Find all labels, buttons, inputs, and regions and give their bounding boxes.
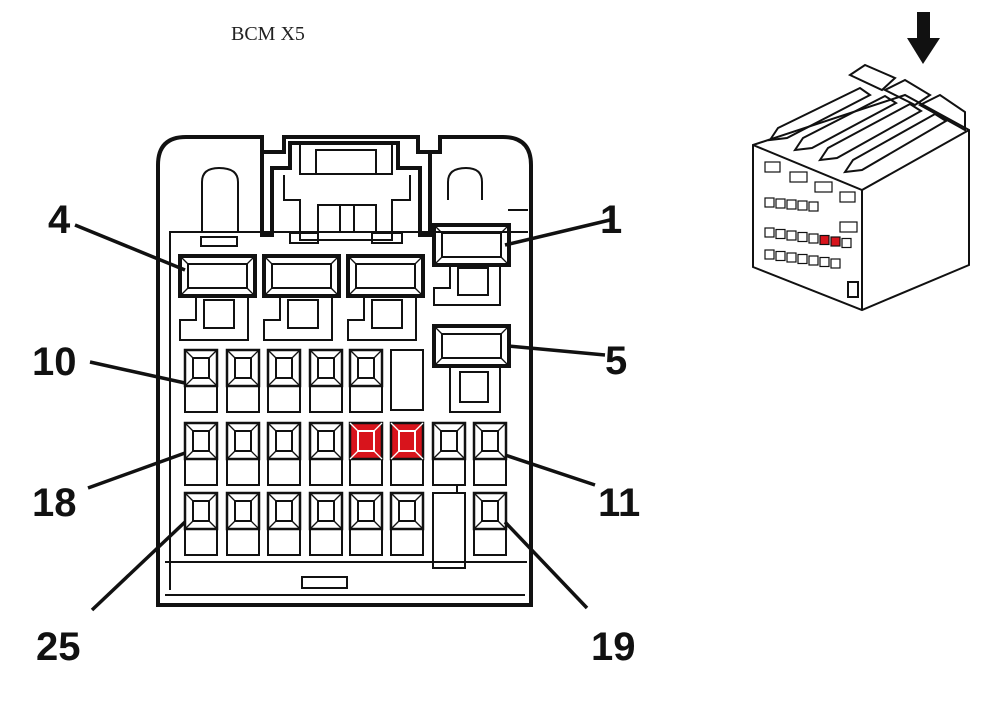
terminal-cell xyxy=(225,491,261,556)
terminal-cell xyxy=(348,421,384,486)
terminal-cell xyxy=(431,421,467,486)
leader-pin-10 xyxy=(89,360,186,385)
terminal-cell xyxy=(183,491,219,556)
terminal-cell xyxy=(308,421,344,486)
pin-label-10: 10 xyxy=(32,340,77,384)
pin-label-1: 1 xyxy=(600,198,622,242)
pin-label-4: 4 xyxy=(48,198,71,242)
terminal-cell xyxy=(472,491,508,556)
terminal-cell xyxy=(308,491,344,556)
terminal-cell xyxy=(389,491,425,556)
leader-pin-18 xyxy=(87,451,186,490)
isometric-terminal-grid xyxy=(764,161,858,269)
small-terminal-grid xyxy=(183,348,508,556)
terminal-cell xyxy=(472,421,508,486)
terminal-cell xyxy=(389,421,425,486)
terminal-cell xyxy=(266,491,302,556)
iso-terminal xyxy=(786,230,797,241)
terminal-cell xyxy=(183,421,219,486)
leader-pin-4 xyxy=(74,223,186,272)
pin-label-19: 19 xyxy=(591,625,636,669)
terminal-cell xyxy=(266,348,302,413)
pin-label-5: 5 xyxy=(605,339,627,383)
iso-terminal xyxy=(797,253,808,265)
iso-terminal xyxy=(764,227,775,238)
iso-terminal xyxy=(797,200,808,211)
iso-terminal xyxy=(775,228,786,240)
iso-terminal xyxy=(814,181,833,193)
iso-terminal xyxy=(775,250,786,262)
terminal-cell xyxy=(225,421,261,486)
iso-terminal xyxy=(764,161,781,173)
iso-terminal xyxy=(839,191,856,203)
iso-terminal xyxy=(808,233,819,244)
pin-label-25: 25 xyxy=(36,625,81,669)
iso-terminal xyxy=(830,236,841,247)
leader-pin-19 xyxy=(503,520,589,610)
connector-isometric-view xyxy=(752,12,970,312)
iso-terminal xyxy=(841,237,852,249)
leader-pin-25 xyxy=(90,520,187,612)
iso-terminal xyxy=(839,221,858,233)
iso-terminal xyxy=(786,252,797,263)
iso-terminal xyxy=(764,197,775,208)
terminal-cell xyxy=(225,348,261,413)
iso-terminal xyxy=(830,258,841,269)
iso-terminal xyxy=(764,249,775,260)
diagram-title: BCM X5 xyxy=(231,23,305,45)
terminal-cell xyxy=(266,421,302,486)
iso-terminal xyxy=(786,199,797,210)
pin-label-11: 11 xyxy=(598,481,640,525)
iso-terminal xyxy=(797,231,808,243)
iso-terminal xyxy=(789,171,808,183)
connector-front-view xyxy=(156,135,533,607)
terminal-cell xyxy=(348,491,384,556)
iso-terminal xyxy=(808,255,819,266)
iso-terminal xyxy=(775,198,786,209)
arrow-down-icon xyxy=(907,12,940,64)
leader-pin-11 xyxy=(504,453,596,487)
terminal-cell xyxy=(308,348,344,413)
iso-terminal xyxy=(819,256,830,268)
terminal-cell xyxy=(183,348,219,413)
leader-pin-5 xyxy=(507,344,606,357)
pin-label-18: 18 xyxy=(32,481,77,525)
pin-leader-lines xyxy=(74,218,611,612)
leader-pin-1 xyxy=(504,218,611,247)
iso-terminal xyxy=(808,201,819,212)
terminal-cell xyxy=(348,348,384,413)
large-terminal-row xyxy=(178,223,511,413)
iso-terminal xyxy=(819,234,830,246)
